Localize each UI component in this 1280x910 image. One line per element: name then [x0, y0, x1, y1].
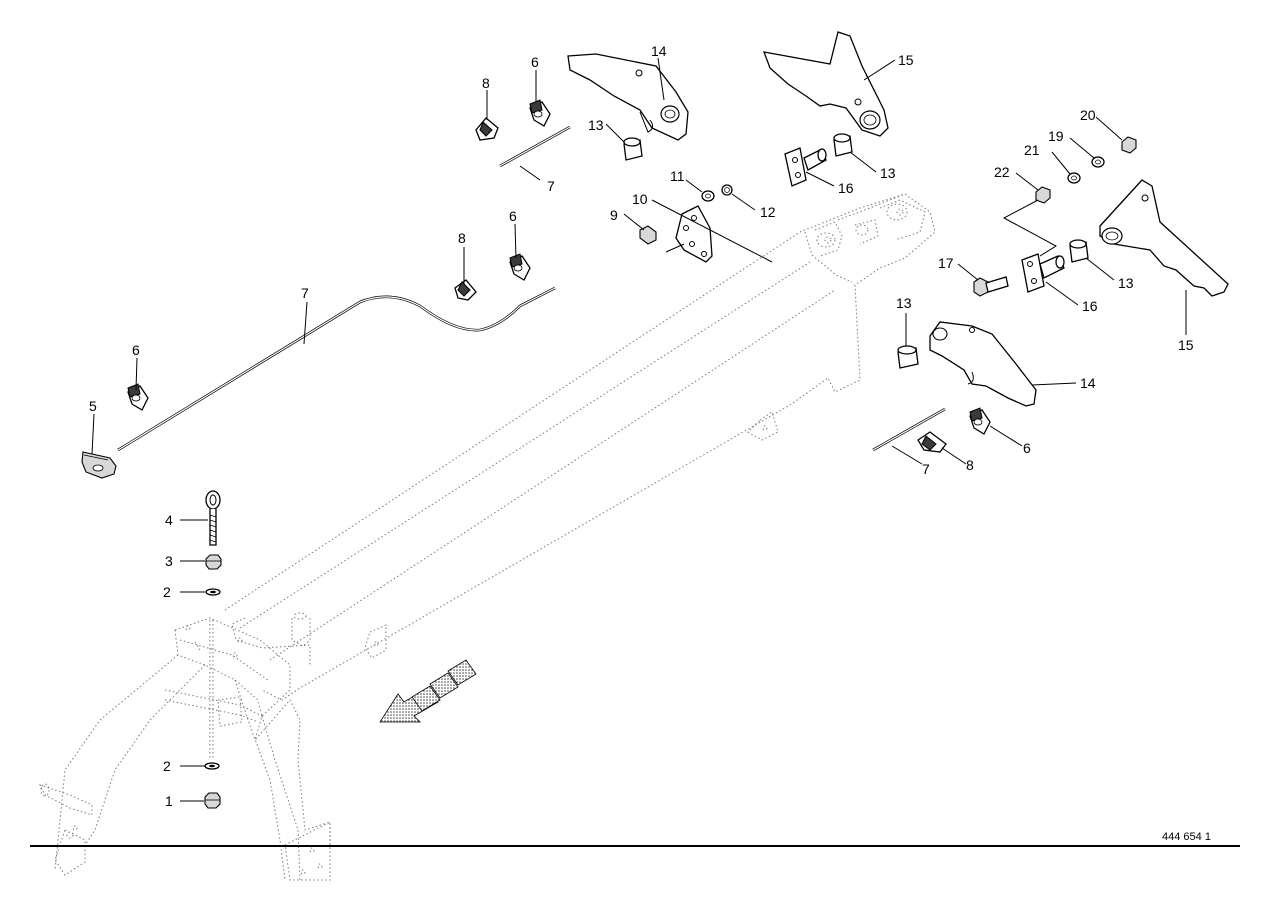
part-13-bushing-c	[1069, 239, 1089, 263]
callout-7-top: 7	[547, 178, 555, 194]
callout-13-c: 13	[1118, 275, 1134, 291]
part-8-clamp-top	[475, 117, 499, 141]
part-7-short-rod-top	[499, 125, 571, 168]
callout-20: 20	[1080, 107, 1096, 123]
callout-15-right: 15	[1178, 337, 1194, 353]
part-20-nut	[1121, 136, 1137, 154]
part-13-bushing-d	[897, 345, 919, 369]
callout-13-a: 13	[588, 117, 604, 133]
part-6-clip-mid	[509, 253, 531, 281]
part-10-plate	[665, 205, 713, 263]
part-19-washer	[1091, 156, 1105, 168]
callout-6-mid: 6	[509, 208, 517, 224]
part-13-bushing-b	[833, 133, 853, 157]
callout-9: 9	[610, 207, 618, 223]
callout-13-b: 13	[880, 165, 896, 181]
part-2-washer-lower	[204, 762, 220, 770]
callout-2-lower: 2	[163, 758, 171, 774]
part-8-clamp-mid	[454, 279, 477, 301]
part-6-clip-left	[127, 383, 149, 411]
part-15-plate-right	[1099, 179, 1229, 297]
part-17-bolt	[973, 276, 1009, 297]
travel-direction-arrow	[379, 659, 477, 723]
callout-13-d: 13	[896, 295, 912, 311]
callout-8-mid: 8	[458, 230, 466, 246]
part-7-long-rod	[117, 286, 556, 452]
callout-6-right: 6	[1023, 440, 1031, 456]
part-9-nut	[639, 225, 657, 245]
part-12-ring	[721, 184, 733, 196]
part-16-pin-lower	[1021, 253, 1065, 293]
part-22-nut	[1035, 186, 1051, 204]
callout-labels: 4 3 2 2 1 5 6 7 8 6 8 6 7 13 14 15 13 16…	[89, 43, 1194, 809]
callout-16-lower: 16	[1082, 298, 1098, 314]
part-6-clip-top	[529, 99, 551, 127]
drawing-number: 444 654 1	[1162, 831, 1211, 843]
part-11-washer	[701, 190, 715, 202]
callout-4: 4	[165, 512, 173, 528]
callout-17: 17	[938, 255, 954, 271]
part-8-clamp-right	[917, 431, 947, 453]
callout-14-upper: 14	[651, 43, 667, 59]
callout-1: 1	[165, 793, 173, 809]
callout-12: 12	[760, 204, 776, 220]
callout-2-upper: 2	[163, 584, 171, 600]
part-14-bracket-upper	[567, 53, 689, 141]
callout-11: 11	[670, 168, 685, 184]
part-16-pin-upper	[784, 147, 827, 187]
assembly-zigzag-line	[1002, 199, 1057, 257]
frame-ghost-outline	[39, 193, 936, 881]
callout-7-long: 7	[301, 285, 309, 301]
part-6-clip-right	[969, 407, 991, 435]
callout-10: 10	[632, 191, 648, 207]
callout-16-upper: 16	[838, 180, 854, 196]
callout-8-top: 8	[482, 75, 490, 91]
callout-6-top: 6	[531, 54, 539, 70]
callout-19: 19	[1048, 128, 1064, 144]
part-5-rod-guide	[81, 451, 117, 479]
callout-5: 5	[89, 398, 97, 414]
callout-7-right: 7	[922, 461, 930, 477]
part-4-eye-bolt	[205, 490, 221, 546]
leader-lines	[91, 57, 1187, 802]
callout-15-upper: 15	[898, 52, 914, 68]
callout-21: 21	[1024, 142, 1040, 158]
callout-22: 22	[994, 164, 1010, 180]
callout-6-left: 6	[132, 342, 140, 358]
part-2-washer-upper	[205, 588, 221, 596]
part-13-bushing-a	[623, 137, 643, 161]
callout-8-right: 8	[966, 457, 974, 473]
part-3-nut	[205, 554, 222, 570]
callout-14-right: 14	[1080, 375, 1096, 391]
part-15-plate-upper	[762, 31, 889, 137]
part-21-washer	[1067, 172, 1081, 184]
callout-3: 3	[165, 553, 173, 569]
part-1-nut	[204, 792, 221, 809]
part-7-short-rod-right	[872, 407, 946, 452]
part-14-bracket-right	[929, 321, 1037, 407]
